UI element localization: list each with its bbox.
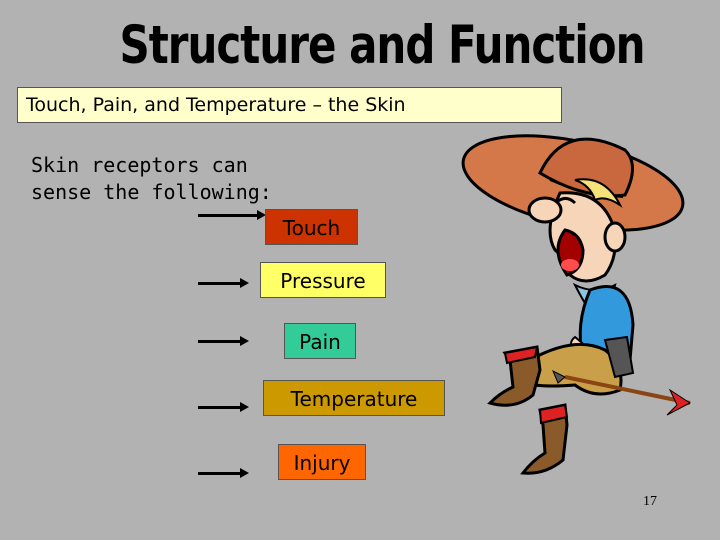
item-temperature: Temperature [263,380,445,416]
item-pain: Pain [284,323,356,359]
item-touch: Touch [265,209,358,245]
intro-text: Skin receptors can sense the following: [31,152,272,206]
item-label: Touch [282,216,341,240]
arrow-icon [198,336,249,346]
arrow-icon [198,468,249,478]
subtitle-box: Touch, Pain, and Temperature – the Skin [17,87,562,123]
arrow-icon [198,402,249,412]
item-injury: Injury [278,444,366,480]
item-label: Pain [299,330,341,354]
cowboy-illustration [461,134,691,475]
hat-icon [461,134,685,232]
item-pressure: Pressure [260,262,386,298]
slide-title: Structure and Function [119,14,645,76]
arrow-icon [198,278,249,288]
subtitle-text: Touch, Pain, and Temperature – the Skin [26,94,406,116]
intro-line-2: sense the following: [31,180,272,204]
arrow-icon [198,210,266,220]
boot-icon [520,403,569,475]
boot-icon [487,345,542,407]
arrow-icon [552,369,691,416]
item-label: Temperature [290,387,418,411]
item-label: Injury [293,451,351,475]
page-number: 17 [643,494,657,509]
intro-line-1: Skin receptors can [31,153,248,177]
item-label: Pressure [280,269,366,293]
face-icon [527,191,627,283]
